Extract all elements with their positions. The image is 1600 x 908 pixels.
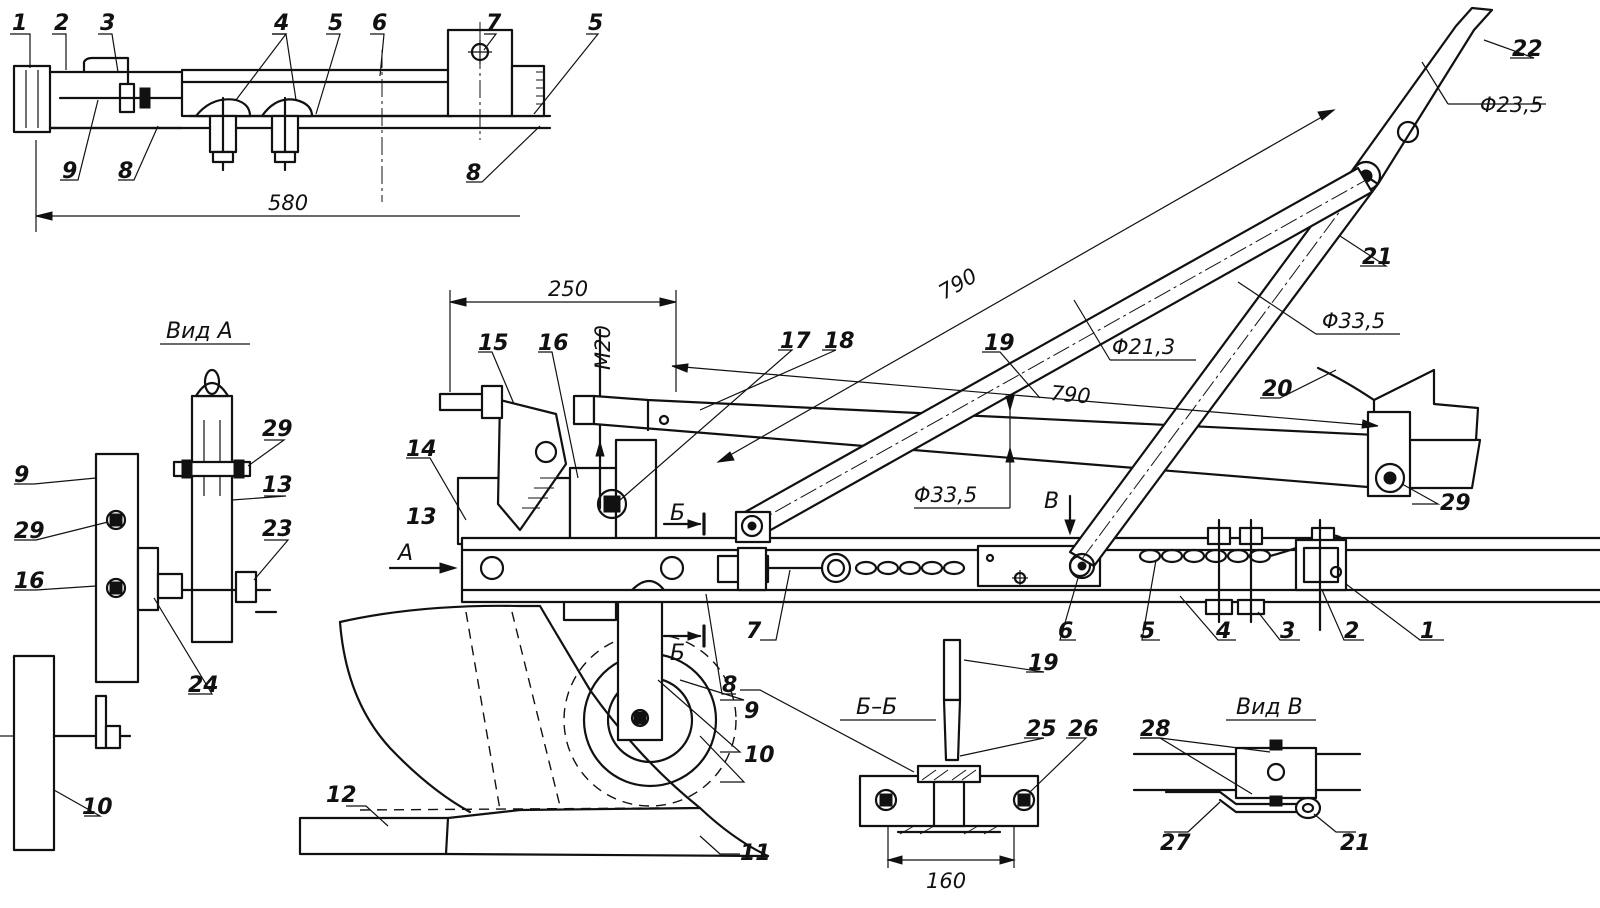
part-label-29b-viewa: 29: [262, 417, 293, 442]
arrow-a-label: А: [396, 541, 413, 566]
dim-580: 580: [268, 191, 308, 215]
section-bb-title: Б–Б: [856, 695, 897, 720]
top-plan-view: [12, 22, 552, 232]
part-label-19: 19: [984, 331, 1015, 356]
dimension-texts: 580 250 M20 790 790 Φ33,5 Φ21,3 Φ33,5 Φ2…: [268, 93, 1543, 893]
part-label-8-top: 8: [118, 159, 133, 184]
part-label-15: 15: [478, 331, 509, 356]
part-label-5: 5: [1140, 619, 1155, 644]
part-label-21-viewv: 21: [1340, 831, 1371, 856]
part-label-16: 16: [538, 331, 569, 356]
part-label-8b-top: 8: [466, 161, 481, 186]
part-label-4: 4: [1215, 619, 1231, 644]
part-label-13: 13: [406, 505, 437, 530]
part-label-1-top: 1: [12, 11, 27, 36]
part-label-2-top: 2: [54, 11, 69, 36]
part-label-9-top: 9: [62, 159, 77, 184]
part-label-10-viewa: 10: [82, 795, 113, 820]
part-label-24-viewa: 24: [188, 673, 219, 698]
part-label-13-viewa: 13: [262, 473, 293, 498]
part-label-16-viewa: 16: [14, 569, 45, 594]
view-a-title: Вид А: [166, 319, 233, 344]
part-labels: 1 2 3 4 5 6 7 5 9 8 8 9 29 16 29 13 23 2…: [12, 11, 1543, 866]
dim-dia-33-5-handle: Φ33,5: [1322, 309, 1385, 333]
part-label-6: 6: [1058, 619, 1073, 644]
dim-dia-21-3: Φ21,3: [1112, 335, 1175, 359]
part-label-9-viewa: 9: [14, 463, 29, 488]
cut-b-label-bottom: Б: [670, 641, 685, 666]
dim-160: 160: [926, 869, 966, 893]
part-label-1: 1: [1420, 619, 1435, 644]
section-bb: [840, 638, 1040, 868]
part-label-3-top: 3: [100, 11, 115, 36]
part-label-10: 10: [744, 743, 775, 768]
part-label-11: 11: [740, 841, 771, 866]
part-label-7: 7: [746, 619, 762, 644]
view-titles: Вид А Вид В Б–Б А В Б Б: [166, 319, 1303, 720]
leader-lines: [10, 33, 1535, 855]
part-label-21: 21: [1362, 245, 1393, 270]
part-label-6-top: 6: [372, 11, 387, 36]
part-label-12: 12: [326, 783, 357, 808]
dim-dia-33-5-beam: Φ33,5: [914, 483, 977, 507]
part-label-29-viewa: 29: [14, 519, 45, 544]
part-label-2: 2: [1344, 619, 1359, 644]
part-label-26-section: 26: [1068, 717, 1099, 742]
cut-b-label-top: Б: [670, 501, 685, 526]
part-label-5b-top: 5: [588, 11, 603, 36]
view-v: [1132, 719, 1362, 820]
part-label-27-viewv: 27: [1160, 831, 1191, 856]
part-label-4-top: 4: [273, 11, 289, 36]
part-label-17: 17: [780, 329, 811, 354]
part-label-23-viewa: 23: [262, 517, 293, 542]
arrow-v-label: В: [1044, 489, 1059, 514]
dim-790-upper: 790: [935, 263, 982, 304]
view-v-title: Вид В: [1236, 695, 1303, 720]
part-label-18: 18: [824, 329, 855, 354]
part-label-19-section: 19: [1028, 651, 1059, 676]
part-label-20: 20: [1262, 377, 1293, 402]
part-label-5-top: 5: [328, 11, 343, 36]
part-label-25-section: 25: [1026, 717, 1057, 742]
main-side-view: [298, 6, 1600, 858]
dim-250: 250: [548, 277, 588, 301]
part-label-29: 29: [1440, 491, 1471, 516]
part-label-7-top: 7: [486, 11, 502, 36]
dim-790-lower: 790: [1050, 381, 1092, 408]
part-label-14: 14: [406, 437, 437, 462]
dim-m20: M20: [591, 325, 615, 370]
dim-dia-23-5: Φ23,5: [1480, 93, 1543, 117]
part-label-22: 22: [1512, 37, 1543, 62]
part-label-9: 9: [744, 699, 759, 724]
part-label-28-viewv: 28: [1140, 717, 1171, 742]
part-label-8: 8: [722, 673, 737, 698]
view-a: [0, 343, 278, 852]
part-label-3: 3: [1280, 619, 1295, 644]
